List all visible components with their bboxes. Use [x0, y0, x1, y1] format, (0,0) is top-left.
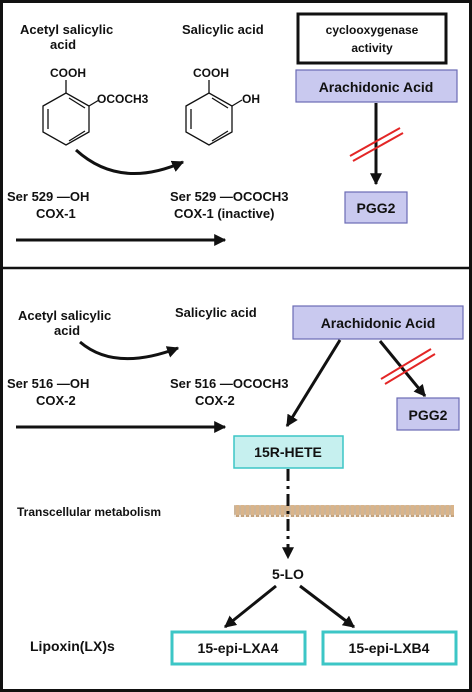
pgg2-text-bottom: PGG2	[409, 407, 448, 423]
cox1-inactive-label: COX-1 (inactive)	[174, 206, 274, 221]
arachidonic-label-bottom: Arachidonic Acid	[321, 315, 436, 331]
salicylic-label-top: Salicylic acid	[182, 22, 264, 37]
blocked-mark-bottom	[380, 348, 436, 385]
5lo-label: 5-LO	[272, 566, 304, 582]
cox-activity-box	[296, 12, 448, 65]
cox2-label-right: COX-2	[195, 393, 235, 408]
acetyl-salicylic-label-top: Acetyl salicylic	[20, 22, 113, 37]
lxa4-box	[170, 630, 307, 666]
cooh-label-right: COOH	[193, 66, 229, 80]
pgg2-text-top: PGG2	[357, 200, 396, 216]
cox-activity-line2: activity	[351, 41, 393, 55]
lipoxins-label: Lipoxin(LX)s	[30, 638, 115, 654]
ococh3-label-left: OCOCH3	[97, 92, 149, 106]
ser516-oh-label: Ser 516 —OH	[7, 376, 89, 391]
aspirin-structure: COOH OCOCH3	[42, 66, 149, 146]
pgg2-label-bottom: PGG2	[409, 407, 448, 423]
lo-to-lxa4-arrow	[224, 584, 277, 629]
transcellular-label: Transcellular metabolism	[17, 505, 161, 519]
acetyl-acid-label-top: acid	[50, 37, 76, 52]
lxb4-label: 15-epi-LXB4	[349, 640, 430, 656]
acetyl-salicylic-label-bottom: Acetyl salicylic	[18, 308, 111, 323]
lxa4-label: 15-epi-LXA4	[198, 640, 279, 656]
salicylic-structure: COOH OH	[185, 66, 260, 146]
cox1-label: COX-1	[36, 206, 76, 221]
cox-activity-line1: cyclooxygenase	[326, 23, 419, 37]
arachidonic-label-top: Arachidonic Acid	[319, 79, 434, 95]
arachidonic-box-top	[295, 69, 458, 103]
acetyl-transfer-arrow-bottom	[79, 340, 180, 361]
cooh-label-left: COOH	[50, 66, 86, 80]
hete-box	[233, 435, 344, 469]
hete-label: 15R-HETE	[254, 444, 322, 460]
oh-label-right: OH	[242, 92, 260, 106]
lxb4-box	[321, 630, 458, 666]
ser529-ococh3-label: Ser 529 —OCOCH3	[170, 189, 289, 204]
cox2-label-left: COX-2	[36, 393, 76, 408]
arachidonic-to-hete-arrow	[285, 339, 342, 428]
ser516-ococh3-label: Ser 516 —OCOCH3	[170, 376, 289, 391]
acetyl-acid-label-bottom: acid	[54, 323, 80, 338]
salicylic-label-bottom: Salicylic acid	[175, 305, 257, 320]
arachidonic-to-pgg2-arrow-bottom	[378, 340, 427, 397]
ser529-oh-label: Ser 529 —OH	[7, 189, 89, 204]
pgg2-box-bottom	[396, 397, 460, 431]
cell-membrane	[234, 505, 454, 517]
lo-to-lxb4-arrow	[299, 584, 355, 629]
arachidonic-box-bottom	[292, 305, 464, 340]
pgg2-label-top: PGG2	[357, 200, 396, 216]
acetyl-transfer-arrow-top	[74, 148, 185, 176]
blocked-mark-top	[349, 127, 404, 162]
pgg2-box-top	[344, 191, 408, 224]
